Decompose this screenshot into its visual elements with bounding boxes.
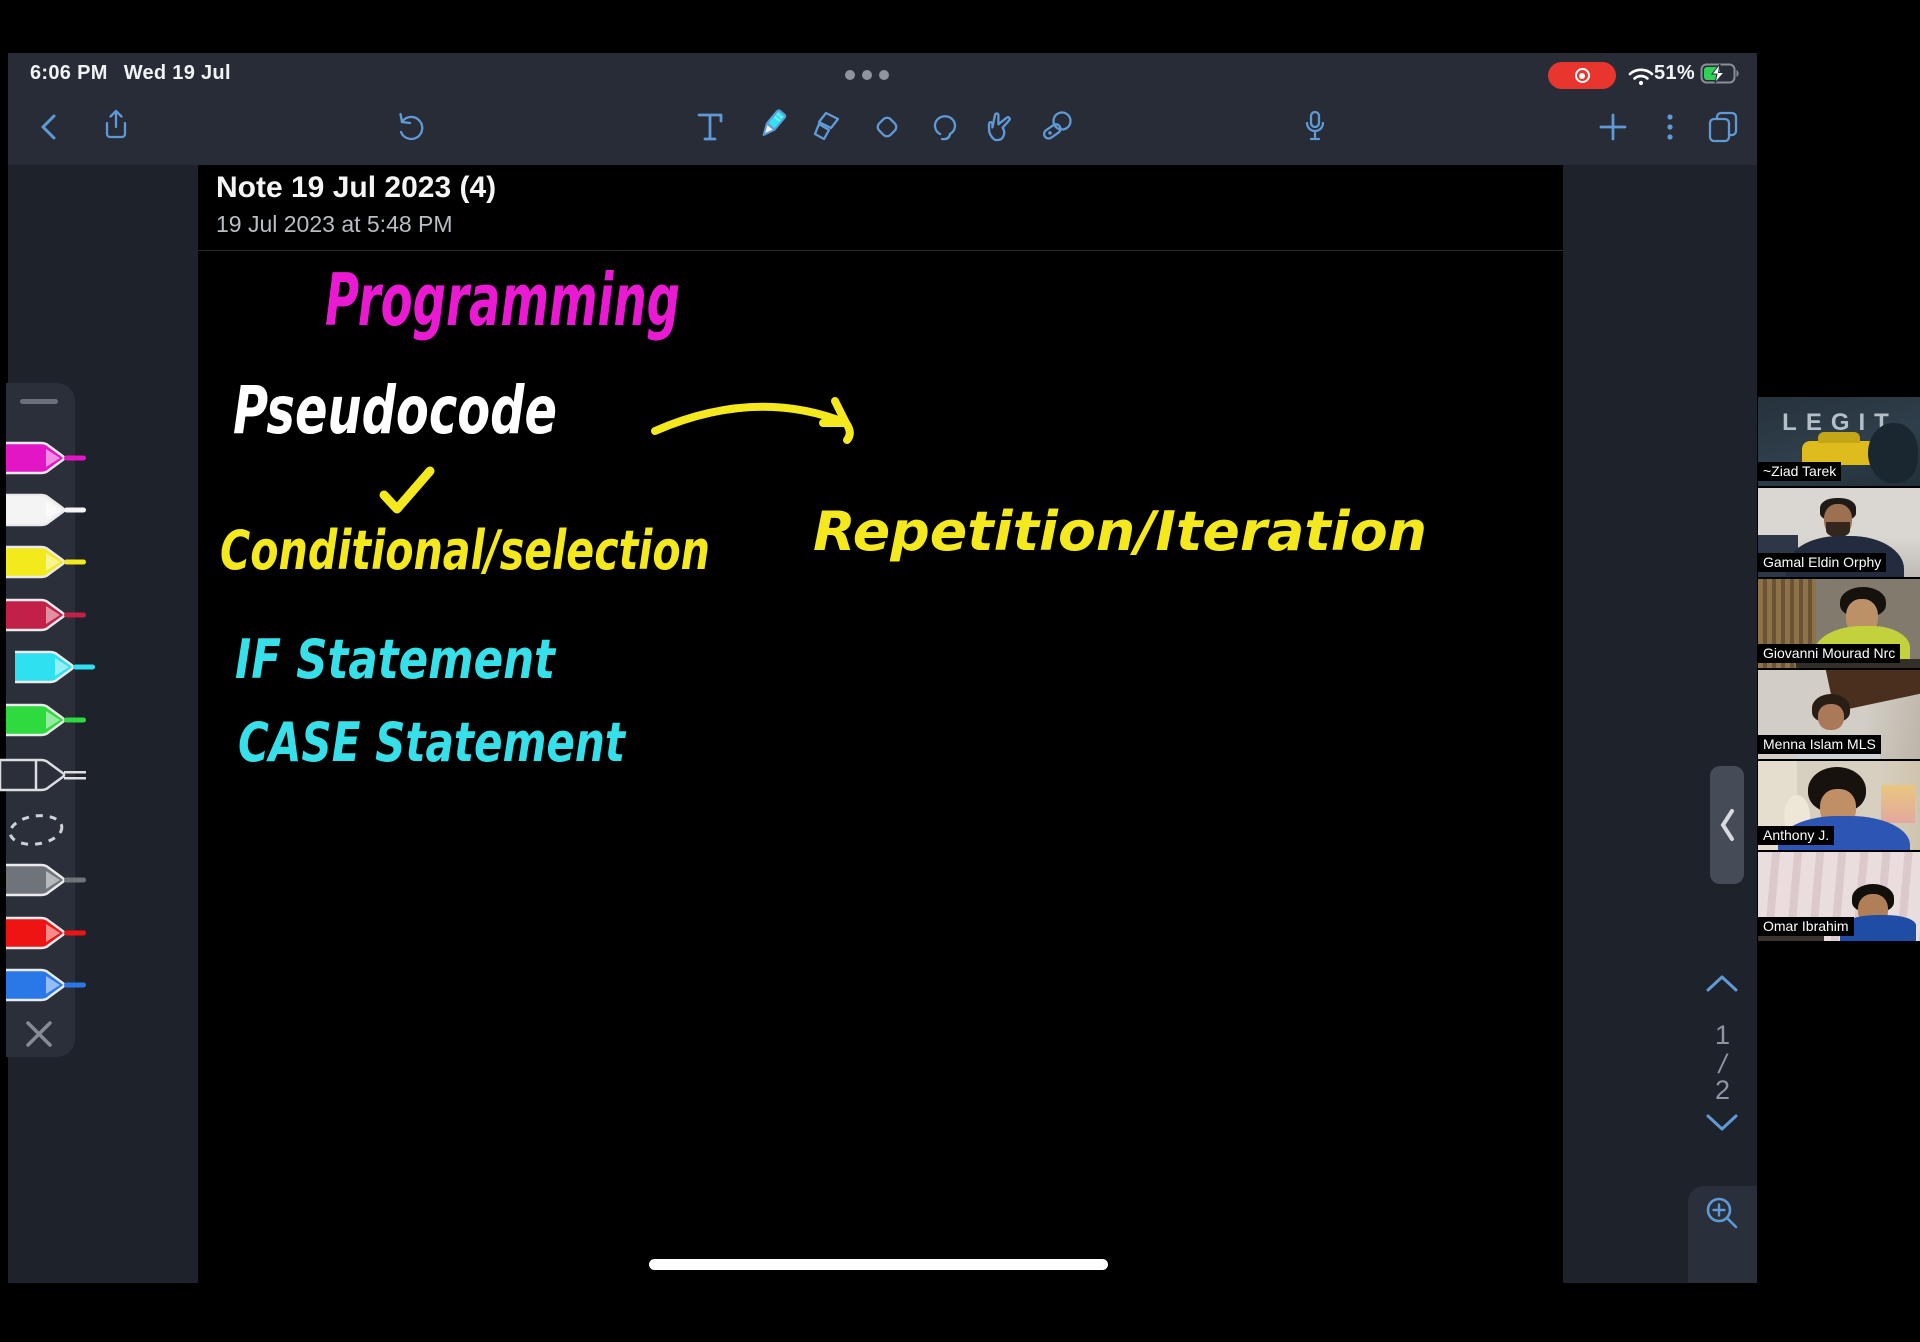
undo-button[interactable] [394, 109, 430, 145]
title-separator [198, 250, 1563, 251]
battery-percent: 51% [1654, 62, 1695, 84]
page-nav-total: 2 [1714, 1075, 1731, 1105]
top-bars: 6:06 PM Wed 19 Jul 51% [8, 53, 1757, 165]
handwriting-programming: Programming [325, 258, 680, 342]
back-button[interactable] [32, 109, 68, 145]
yellow-curved-arrow [651, 402, 850, 435]
eraser-tool-button[interactable] [869, 109, 905, 145]
participant-tile-gamal[interactable]: Gamal Eldin Orphy [1758, 488, 1920, 577]
wifi-icon [1628, 68, 1654, 86]
pen-palette-panel [0, 383, 75, 1057]
note-canvas[interactable]: Note 19 Jul 2023 (4) 19 Jul 2023 at 5:48… [198, 165, 1563, 1283]
zoom-tool-panel [1688, 1186, 1757, 1283]
shared-ipad-screen: 6:06 PM Wed 19 Jul 51% [0, 53, 1757, 1283]
participant-tile-ziad[interactable]: LEGIT ~Ziad Tarek [1758, 397, 1920, 486]
participant-tile-giovanni[interactable]: Giovanni Mourad Nrc [1758, 579, 1920, 668]
yellow-arrow-head [819, 397, 854, 444]
more-options-button[interactable] [1652, 109, 1688, 145]
page-nav-current[interactable]: 1 [1714, 1020, 1731, 1050]
pen-magenta[interactable] [6, 436, 86, 480]
participant-tile-anthony[interactable]: Anthony J. [1758, 761, 1920, 850]
palette-drag-handle[interactable] [20, 399, 58, 404]
share-button[interactable] [98, 107, 134, 143]
pen-cyan-selected[interactable] [15, 645, 95, 689]
page-down-button[interactable] [1703, 1111, 1741, 1133]
handwriting-pseudocode: Pseudocode [233, 372, 557, 449]
car-artwork [1802, 432, 1876, 465]
handwriting-if-statement: IF Statement [235, 628, 557, 691]
microphone-button[interactable] [1297, 108, 1333, 144]
statusbar-clock: 6:06 PM Wed 19 Jul [30, 62, 231, 85]
pen-crimson[interactable] [6, 593, 86, 637]
screen-recording-indicator[interactable] [1548, 62, 1616, 89]
participant-silhouette [1868, 423, 1918, 483]
participant-name: Gamal Eldin Orphy [1758, 553, 1887, 572]
pen-yellow[interactable] [6, 540, 86, 584]
chevron-left-icon [1720, 809, 1734, 841]
pen-white[interactable] [6, 488, 86, 532]
home-indicator[interactable] [649, 1259, 1108, 1270]
pen-gray[interactable] [6, 858, 86, 902]
video-overlay-text: LEGIT [1782, 409, 1898, 436]
filmstrip-collapse-handle[interactable] [1710, 766, 1744, 884]
lasso-selection-tool[interactable] [6, 808, 86, 852]
participant-name: ~Ziad Tarek [1758, 462, 1842, 481]
participant-name: Omar Ibrahim [1758, 917, 1854, 936]
pen-tool-icon[interactable] [754, 107, 790, 143]
note-title: Note 19 Jul 2023 (4) [216, 171, 497, 204]
handwriting-conditional: Conditional/selection [220, 519, 710, 582]
yellow-checkmark [379, 466, 435, 514]
pen-red[interactable] [6, 911, 86, 955]
record-icon [1574, 68, 1590, 83]
participant-name: Giovanni Mourad Nrc [1758, 644, 1901, 663]
multitask-dots-icon[interactable] [845, 70, 889, 80]
page-up-button[interactable] [1703, 972, 1741, 994]
lasso-tool-button[interactable] [927, 109, 963, 145]
statusbar-date: Wed 19 Jul [123, 62, 231, 84]
highlighter-tool-button[interactable] [810, 109, 846, 145]
participant-tile-omar[interactable]: Omar Ibrahim [1758, 852, 1920, 941]
add-page-button[interactable] [1595, 109, 1631, 145]
participant-name: Anthony J. [1758, 826, 1835, 845]
text-tool-button[interactable] [692, 109, 728, 145]
hand-tool-button[interactable] [983, 109, 1019, 145]
zoom-in-button[interactable] [1702, 1193, 1744, 1235]
laser-pointer-button[interactable] [1039, 109, 1075, 145]
note-subtitle: 19 Jul 2023 at 5:48 PM [216, 211, 453, 237]
page-nav-separator: / [1718, 1049, 1727, 1079]
handwriting-layer: Programming Pseudocode Conditional/selec… [220, 258, 1427, 774]
palette-close-button[interactable] [20, 1019, 58, 1049]
pen-outline[interactable] [0, 753, 86, 797]
participant-tile-menna[interactable]: Menna Islam MLS [1758, 670, 1920, 759]
handwriting-repetition: Repetition/Iteration [813, 500, 1427, 563]
participant-name: Menna Islam MLS [1758, 735, 1881, 754]
pages-overview-button[interactable] [1705, 109, 1741, 145]
pen-blue[interactable] [6, 963, 86, 1007]
statusbar-time: 6:06 PM [30, 62, 108, 84]
battery-charging-icon [1700, 63, 1739, 84]
handwriting-case-statement: CASE Statement [238, 711, 627, 774]
pen-green[interactable] [6, 698, 86, 742]
